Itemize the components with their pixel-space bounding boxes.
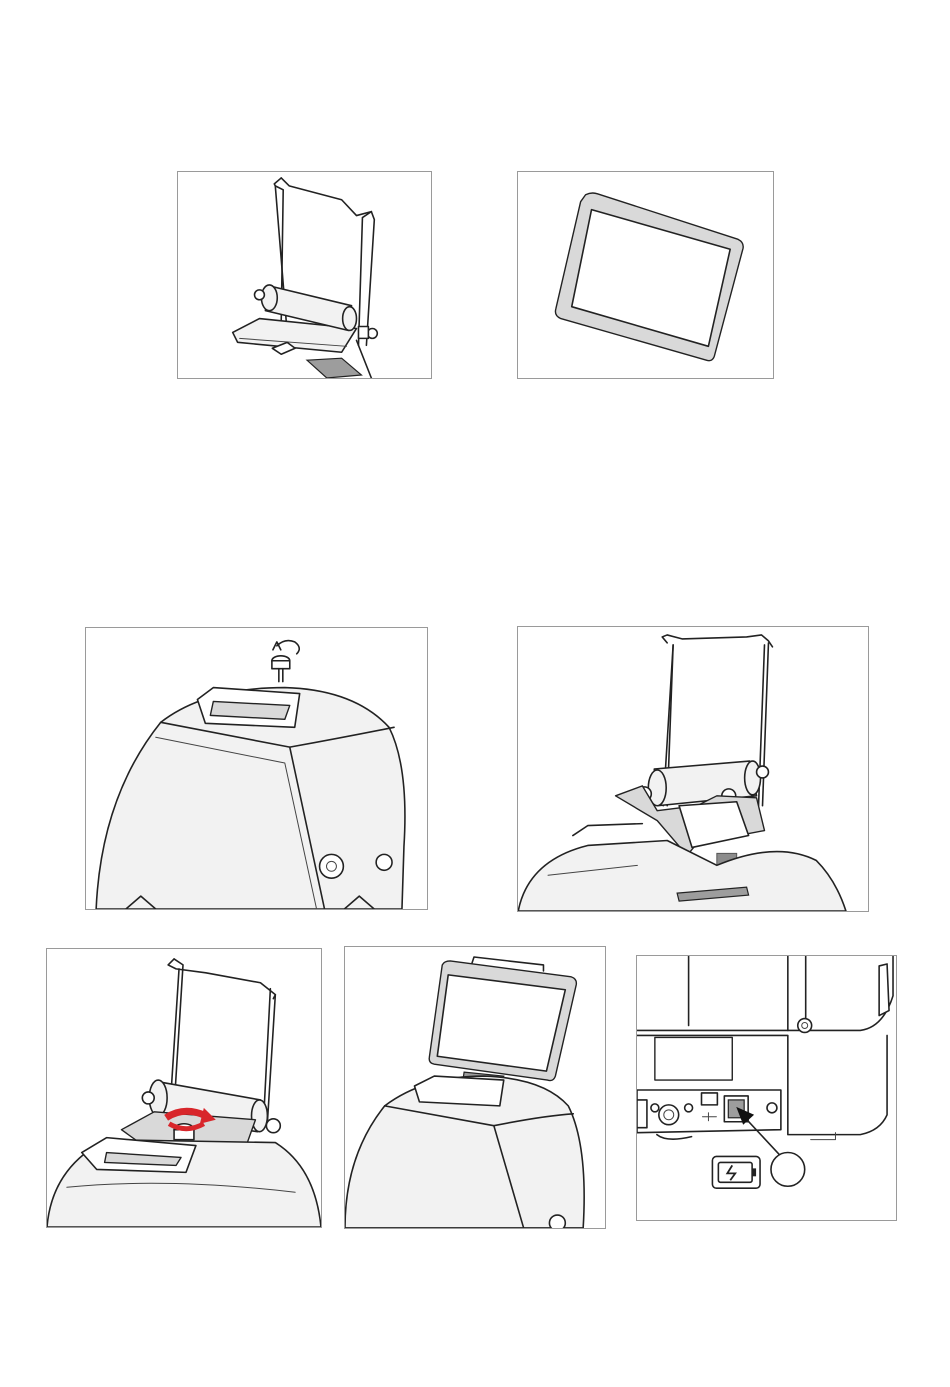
tablet-mounted-icon: [345, 947, 605, 1228]
figure-tablet: [517, 171, 774, 379]
insert-bracket-icon: [518, 627, 868, 911]
figure-step-remove-screw: [85, 627, 428, 910]
tablet-stand-bracket-icon: [178, 172, 431, 378]
figure-stand-bracket: [177, 171, 432, 379]
figure-step-tablet-mounted: [344, 946, 606, 1229]
figure-step-usb-power: [636, 955, 897, 1221]
usb-power-connect-icon: [637, 956, 896, 1220]
tighten-screw-icon: [47, 949, 321, 1227]
figure-step-tighten-screw: [46, 948, 322, 1228]
remove-screw-icon: [86, 628, 427, 909]
tablet-device-icon: [518, 172, 773, 378]
callout-circle: [771, 1153, 805, 1187]
figure-step-insert-bracket: [517, 626, 869, 912]
